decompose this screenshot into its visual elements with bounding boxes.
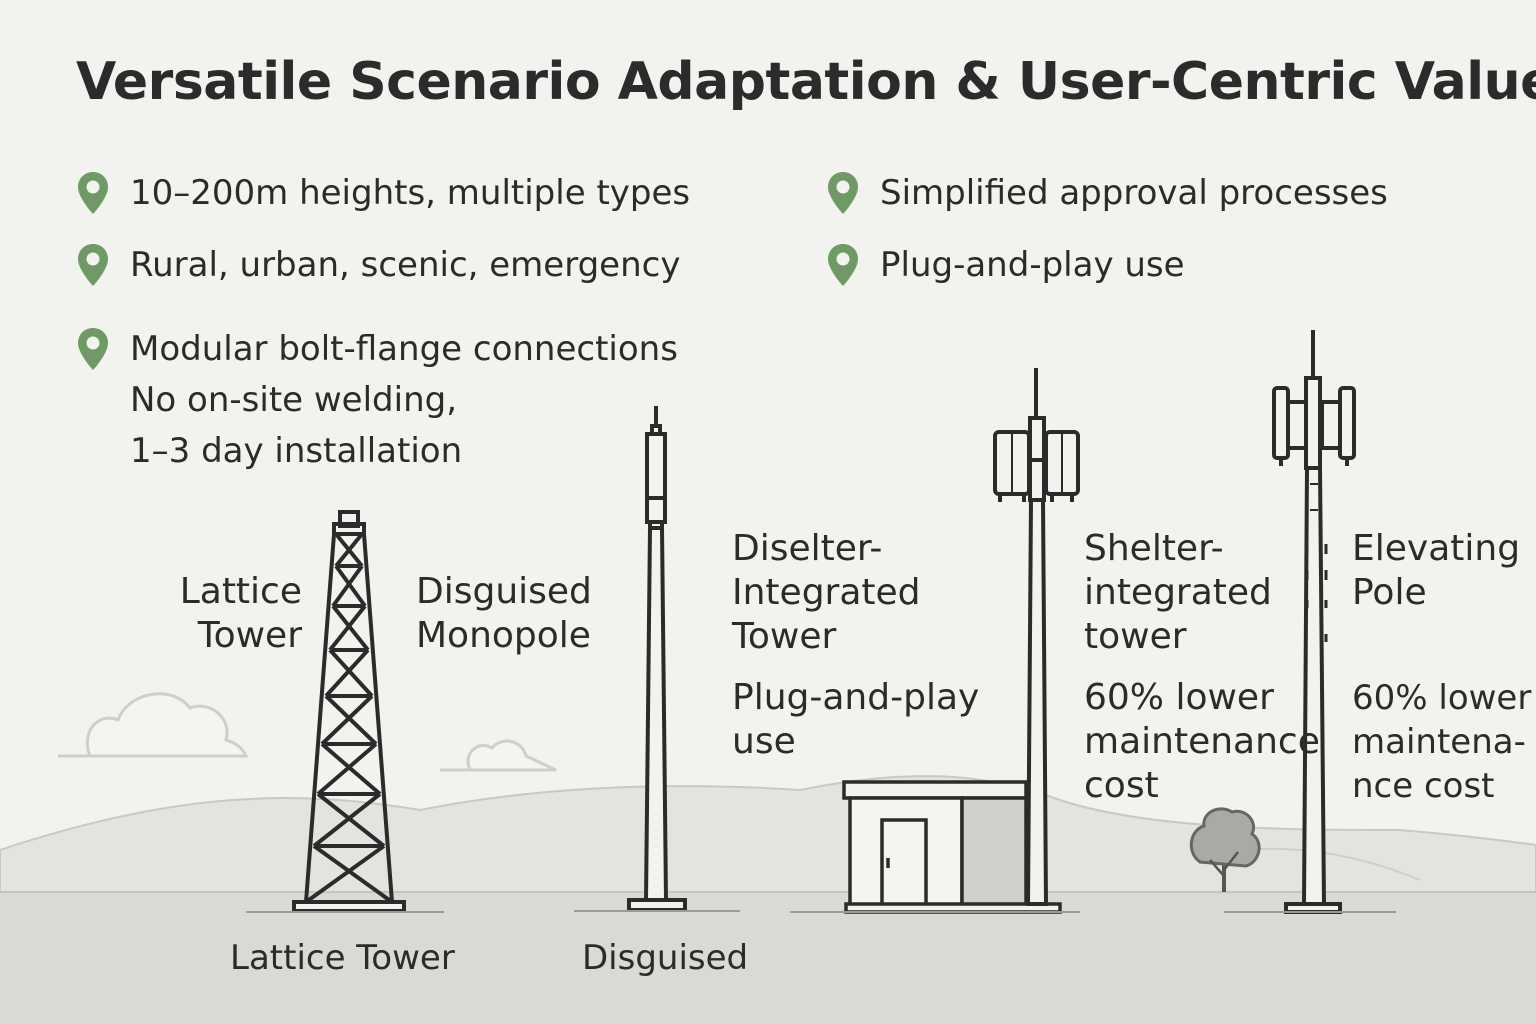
label-line: Disguised xyxy=(416,571,592,612)
bullet-text: 10–200m heights, multiple types xyxy=(130,173,691,213)
label-line: 60% lower xyxy=(1084,677,1274,718)
label-line: Shelter- xyxy=(1084,528,1224,569)
label-line: tower xyxy=(1084,616,1187,657)
map-pin-icon xyxy=(828,244,858,286)
tree-icon xyxy=(1189,807,1261,892)
label-lattice-tower: Lattice Tower xyxy=(178,570,302,658)
bullet-text: 1–3 day installation xyxy=(130,431,463,471)
map-pin-icon xyxy=(828,172,858,214)
label-line: Pole xyxy=(1352,572,1427,613)
label-line: maintena- xyxy=(1352,722,1526,762)
label-line: Tower xyxy=(732,616,837,657)
door-icon xyxy=(880,818,928,908)
bullet-text: Plug-and-play use xyxy=(880,245,1185,285)
bullet-text: Simplified approval processes xyxy=(880,173,1388,213)
disguised-monopole xyxy=(627,406,687,912)
label-line: Diselter- xyxy=(732,528,883,569)
label-disguised-monopole: Disguised Monopole xyxy=(416,570,592,658)
label-diselter-integrated-tower: Diselter- Integrated Tower xyxy=(732,527,921,659)
ground xyxy=(0,892,1536,1024)
map-pin-icon xyxy=(78,328,108,370)
label-line: integrated xyxy=(1084,572,1272,613)
lattice-tower xyxy=(292,510,406,913)
label-line: Elevating xyxy=(1352,528,1521,569)
label-line: Monopole xyxy=(416,615,591,656)
bullet-modular: Modular bolt-flange connections No on-si… xyxy=(76,324,678,477)
bottom-label-disguised: Disguised xyxy=(582,938,749,978)
label-line: 60% lower xyxy=(1352,678,1532,718)
label-line: maintenance xyxy=(1084,721,1320,762)
bullet-plug-and-play: Plug-and-play use xyxy=(826,240,1185,291)
bottom-label-lattice-tower: Lattice Tower xyxy=(230,938,455,978)
cloud-icon xyxy=(440,739,557,772)
elevating-pole xyxy=(1272,330,1356,914)
label-elevating-pole: Elevating Pole xyxy=(1352,527,1520,615)
equipment-shelter xyxy=(842,780,1062,914)
label-line: Integrated xyxy=(732,572,921,613)
bullet-text: No on-site welding, xyxy=(130,380,458,420)
label-line: cost xyxy=(1084,765,1159,806)
bullet-approval: Simplified approval processes xyxy=(826,168,1388,219)
shelter-integrated-tower xyxy=(993,368,1080,906)
note-elevating: 60% lower maintena- nce cost xyxy=(1352,676,1531,808)
bullet-text: Modular bolt-flange connections xyxy=(130,329,678,369)
cloud-icon xyxy=(58,692,249,758)
note-diselter: Plug-and-play use xyxy=(732,676,979,764)
label-line: nce cost xyxy=(1352,766,1495,806)
bullet-scenarios: Rural, urban, scenic, emergency xyxy=(76,240,680,291)
label-line: Tower xyxy=(197,615,302,656)
bullet-text: Rural, urban, scenic, emergency xyxy=(130,245,681,285)
label-line: Lattice xyxy=(179,571,302,612)
label-line: Plug-and-play xyxy=(732,677,980,718)
label-shelter-integrated-tower: Shelter- integrated tower xyxy=(1084,527,1272,659)
map-pin-icon xyxy=(78,244,108,286)
label-line: use xyxy=(732,721,796,762)
bullet-heights: 10–200m heights, multiple types xyxy=(76,168,690,219)
note-shelter: 60% lower maintenance cost xyxy=(1084,676,1320,808)
page-title: Versatile Scenario Adaptation & User-Cen… xyxy=(76,52,1536,112)
map-pin-icon xyxy=(78,172,108,214)
